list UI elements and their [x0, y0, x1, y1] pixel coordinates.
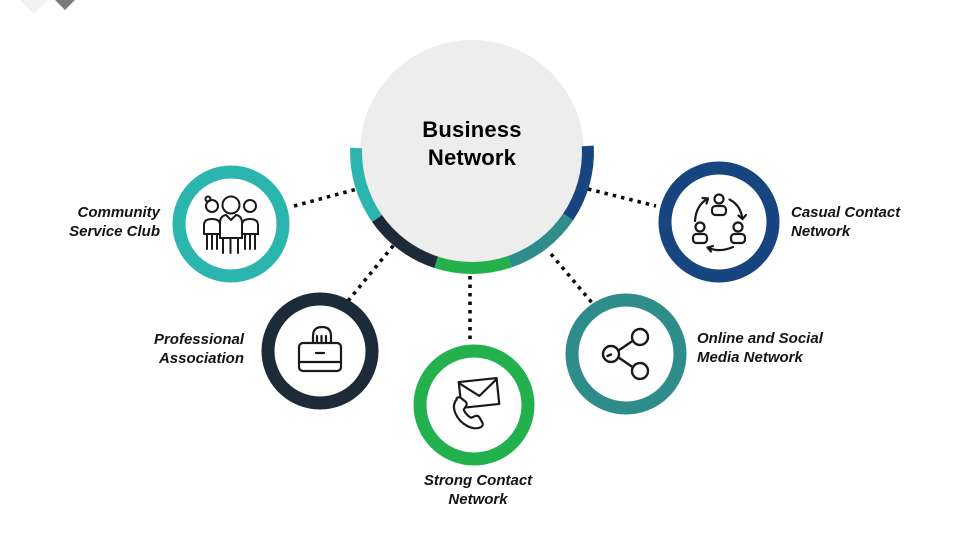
rim-arc-blue [563, 145, 594, 221]
ring-online [565, 293, 687, 415]
briefcase-hand-icon [297, 325, 343, 373]
label-online-social-media-network: Online and Social Media Network [697, 330, 823, 367]
rim-arc-teal [350, 147, 382, 222]
connector-online [549, 252, 595, 306]
people-cycle-icon [691, 193, 748, 253]
ring-professional [261, 292, 379, 410]
connector-casual [587, 187, 657, 208]
label-community-service-club: Community Service Club [69, 204, 160, 241]
connectors [293, 186, 657, 341]
satellite-rings [172, 161, 780, 466]
rim-arc-navy [372, 214, 439, 269]
center-circle [360, 40, 584, 264]
center-title: Business Network [422, 117, 522, 170]
people-group-icon [203, 195, 259, 254]
center-rim-arcs [350, 145, 594, 274]
rim-arc-darkteal [507, 213, 574, 268]
label-strong-contact-network: Strong Contact Network [423, 472, 533, 509]
phone-envelope-icon [452, 376, 501, 430]
connector-professional [346, 239, 399, 303]
label-professional-association: Professional Association [153, 331, 244, 368]
ring-strong [413, 344, 535, 466]
share-nodes-icon [601, 327, 650, 381]
label-casual-contact-network: Casual Contact Network [791, 204, 901, 241]
rim-arc-green [434, 255, 512, 274]
connector-community [293, 186, 362, 208]
ring-casual [658, 161, 780, 283]
